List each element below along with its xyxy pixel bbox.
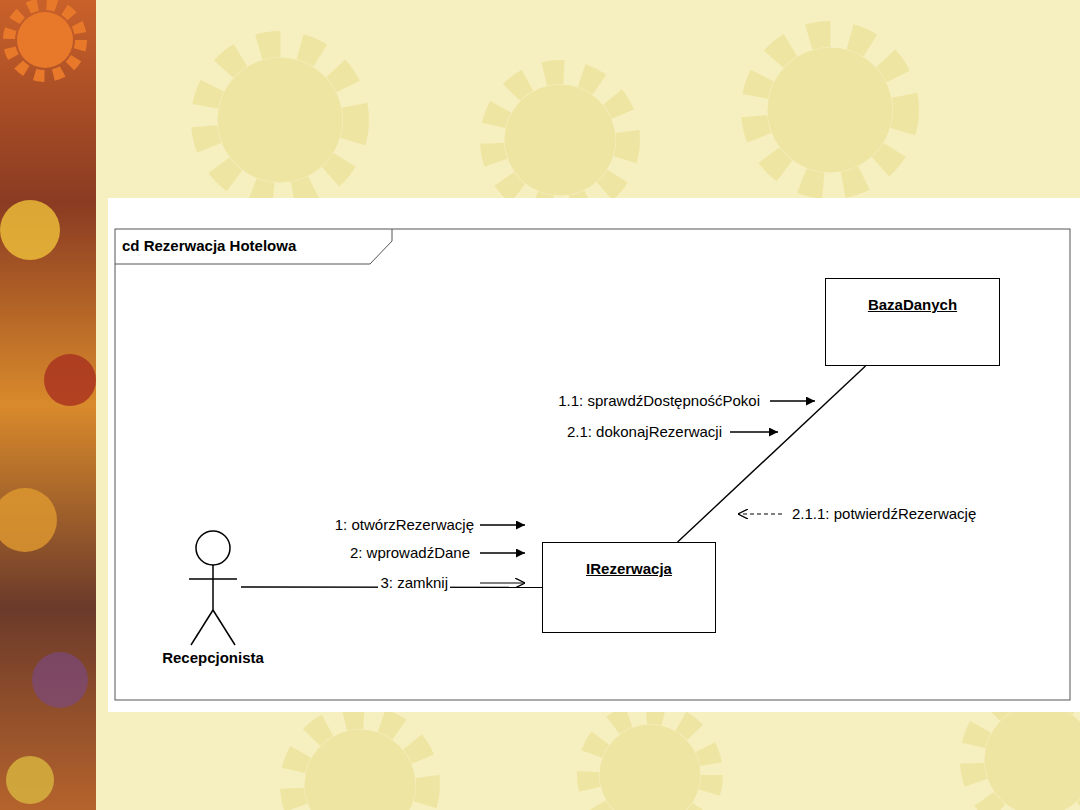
message-label: 1: otwórzRezerwację (333, 516, 476, 534)
frame-tab (115, 229, 392, 264)
frame-border (115, 229, 1070, 700)
stick-figure (185, 528, 241, 646)
object-box: BazaDanych (825, 278, 1000, 366)
message-label: 2: wprowadźDane (348, 544, 472, 562)
actor-name: Recepcjonista (162, 649, 264, 667)
object-name: BazaDanych (868, 296, 957, 314)
object-box: IRezerwacja (542, 542, 716, 633)
decorative-strip (0, 0, 96, 810)
object-name: IRezerwacja (586, 560, 672, 578)
diagram-panel (108, 198, 1080, 712)
frame-title: cd Rezerwacja Hotelowa (122, 237, 296, 255)
actor-figure: Recepcjonista (185, 528, 241, 646)
message-label: 2.1: dokonajRezerwacji (565, 423, 724, 441)
message-label: 1.1: sprawdźDostępnośćPokoi (556, 392, 762, 410)
message-label: 2.1.1: potwierdźRezerwację (790, 505, 978, 523)
message-label: 3: zamknij (378, 574, 450, 592)
